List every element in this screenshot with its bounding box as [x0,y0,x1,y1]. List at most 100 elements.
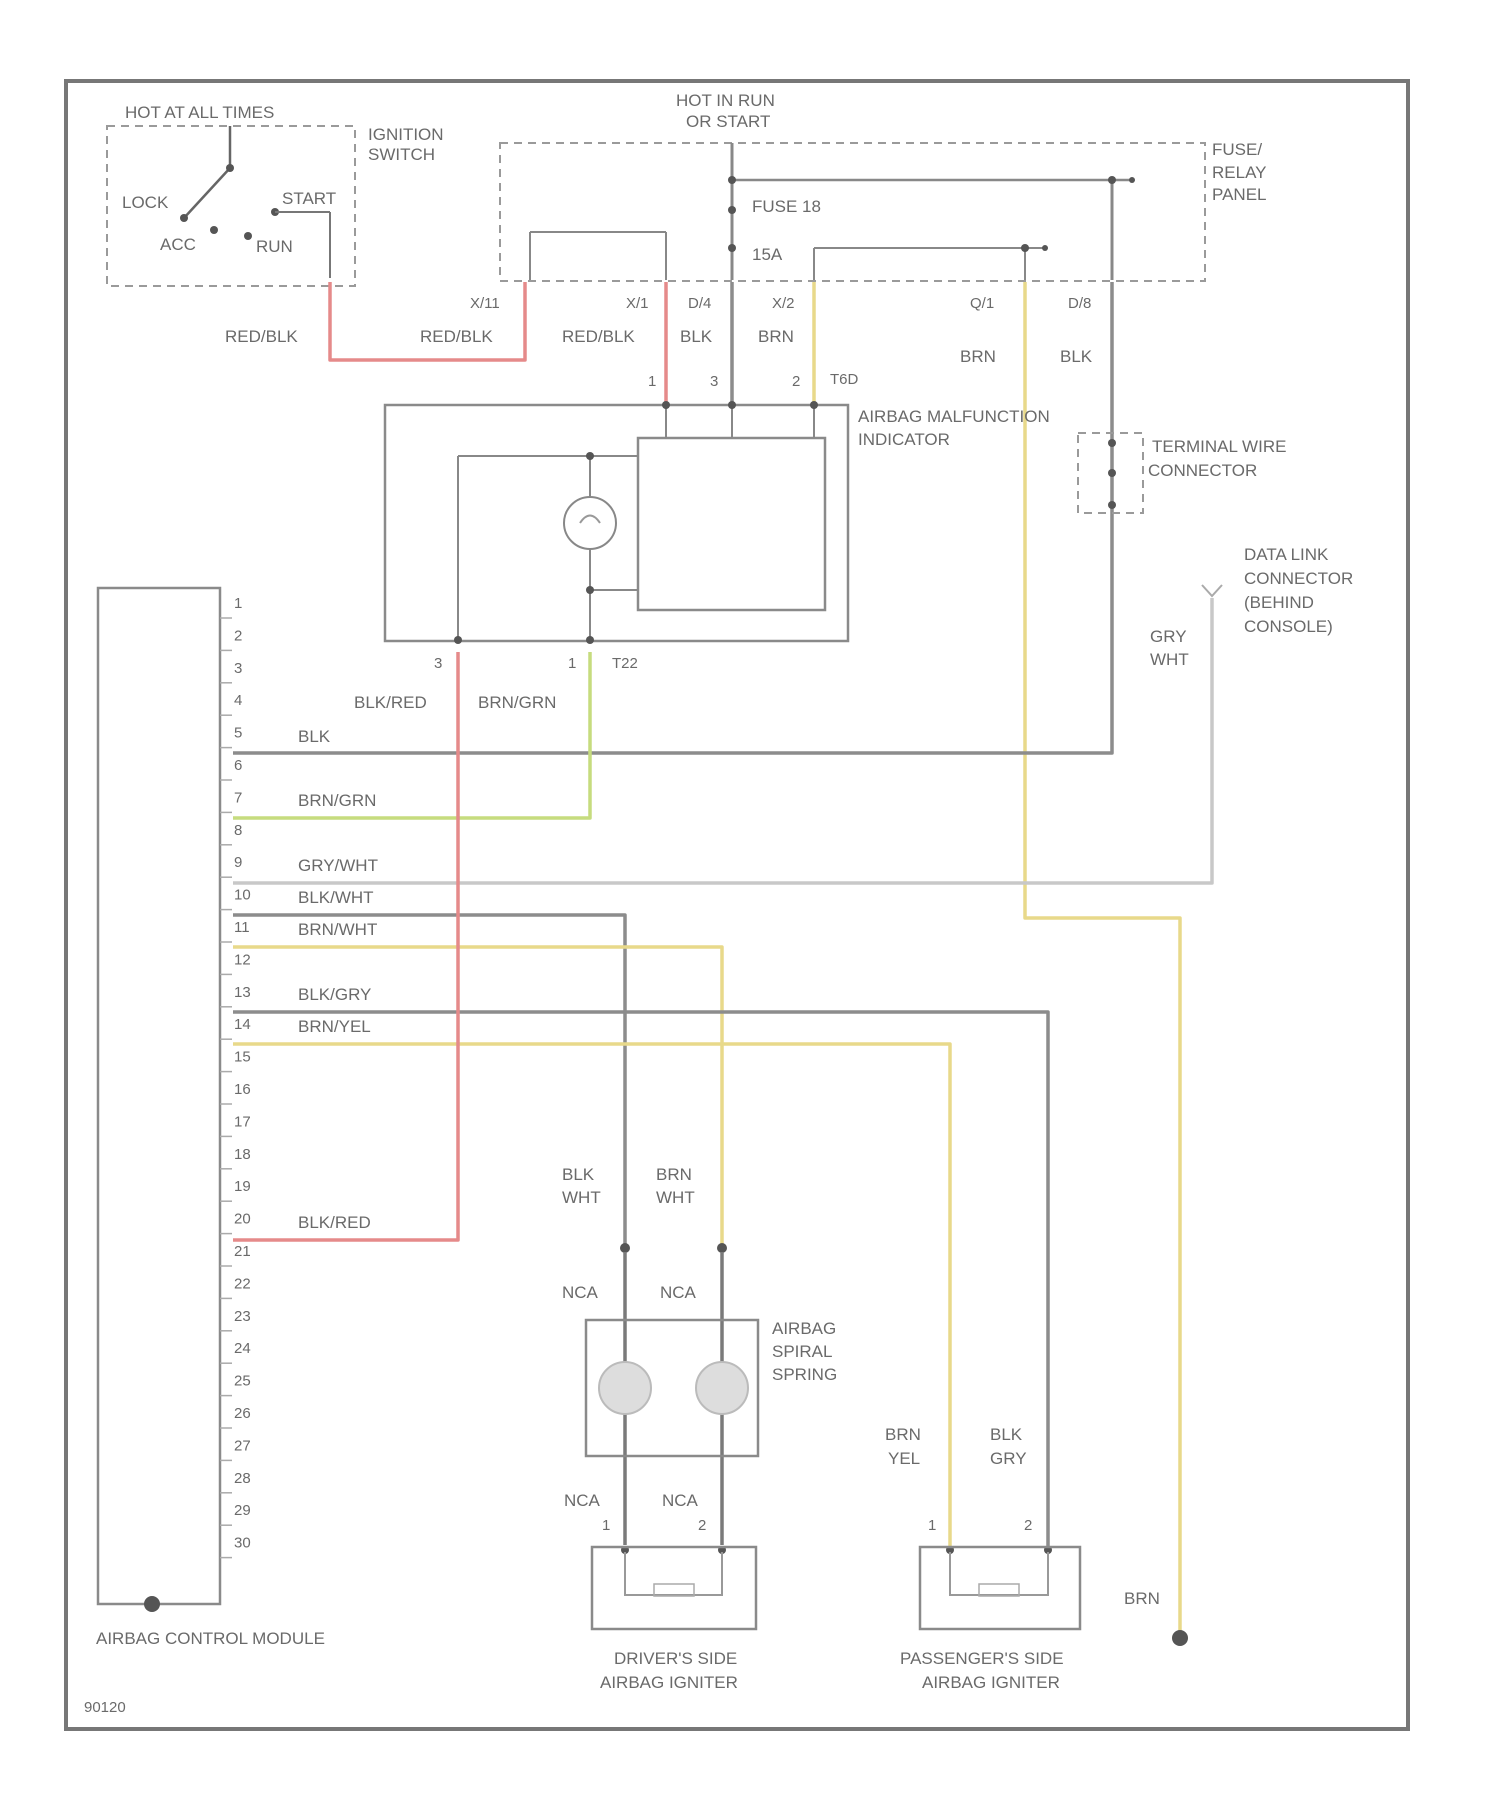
terminal-x2: X/2 [772,295,795,312]
module-wire-label-p5: BLK [298,727,331,746]
indicator-pin-3: 3 [710,373,718,390]
wire-label-red-blk-3: RED/BLK [562,327,635,346]
driver-pin2: 2 [698,1517,706,1534]
module-pin-number: 24 [234,1340,251,1357]
wire-brn-grn [233,652,590,818]
nca-label-top-left: NCA [562,1283,599,1302]
terminal-wire-connector: TERMINAL WIRE CONNECTOR [1078,433,1286,513]
indicator-pin-1: 1 [648,373,656,390]
module-pin-number: 18 [234,1146,251,1163]
spiral-label-3: SPRING [772,1365,837,1384]
dlc-label: DATA LINK [1244,545,1329,564]
dlc-label-3: (BEHIND [1244,593,1314,612]
airbag-malfunction-indicator: AIRBAG MALFUNCTION INDICATOR 1 3 2 T6D 3… [385,371,1050,672]
wire-label-blk-1: BLK [680,327,713,346]
fuse-amp-label: 15A [752,245,783,264]
module-pin-number: 11 [234,919,250,936]
terminal-connector-label: TERMINAL WIRE [1152,437,1286,456]
nca-label-top-right: NCA [660,1283,697,1302]
wire-label-gry: GRY [1150,627,1187,646]
module-wire-label-p7: BRN/GRN [298,791,376,810]
figure-code: 90120 [84,1699,126,1716]
fuse-relay-label: FUSE/ [1212,140,1262,159]
module-pin-number: 1 [234,595,242,612]
module-pin-number: 25 [234,1373,251,1390]
fuse-relay-panel: HOT IN RUN OR START FUSE/ RELAY PANEL FU… [470,91,1267,312]
ignition-switch-label: IGNITION [368,125,444,144]
module-pin-number: 29 [234,1502,251,1519]
wire-label-wht: WHT [1150,650,1189,669]
terminal-x11: X/11 [470,295,500,312]
module-label: AIRBAG CONTROL MODULE [96,1629,325,1648]
passengers-side-airbag-igniter: BRN YEL BLK GRY 1 2 PASSENGER'S SIDE AIR… [885,1425,1080,1692]
spiral-brn-label: BRN [656,1165,692,1184]
passenger-yel-label: YEL [888,1449,920,1468]
ground-icon [1172,1630,1188,1646]
module-pin-number: 17 [234,1113,251,1130]
module-pin-number: 8 [234,822,242,839]
wire-label-blk-red-top: BLK/RED [354,693,427,712]
module-pin-number: 20 [234,1211,251,1228]
wire-label-brn-1: BRN [758,327,794,346]
module-pin-number: 10 [234,887,251,904]
terminal-d8: D/8 [1068,295,1091,312]
ignition-switch-label-2: SWITCH [368,145,435,164]
indicator-label: AIRBAG MALFUNCTION [858,407,1050,426]
indicator-pin-2: 2 [792,373,800,390]
fuse-relay-label-3: PANEL [1212,185,1267,204]
module-pin-number: 9 [234,854,242,871]
module-wire-label-p14: BRN/YEL [298,1017,371,1036]
indicator-t22: T22 [612,655,638,672]
module-wire-label-p9: GRY/WHT [298,856,378,875]
module-pin-number: 14 [234,1016,251,1033]
spiral-coil-left-icon [599,1362,651,1414]
acc-label: ACC [160,235,196,254]
dlc-label-4: CONSOLE) [1244,617,1333,636]
module-pin-number: 12 [234,951,251,968]
passenger-brn-label: BRN [885,1425,921,1444]
wire-label-brn-grn-top: BRN/GRN [478,693,556,712]
module-wire-label-p20: BLK/RED [298,1213,371,1232]
module-pin-number: 22 [234,1275,251,1292]
passenger-pin2: 2 [1024,1517,1032,1534]
module-pin-number: 6 [234,757,242,774]
module-pin-number: 13 [234,984,251,1001]
fuse-relay-label-2: RELAY [1212,163,1267,182]
module-pin-number: 16 [234,1081,251,1098]
passenger-gry-label: GRY [990,1449,1027,1468]
indicator-pin-b3: 3 [434,655,442,672]
spiral-wht-label-2: WHT [656,1188,695,1207]
indicator-t6d: T6D [830,371,859,388]
driver-pin1: 1 [602,1517,610,1534]
module-pin-number: 15 [234,1049,251,1066]
data-link-connector: DATA LINK CONNECTOR (BEHIND CONSOLE) GRY… [1150,545,1353,669]
module-wire-label-p13: BLK/GRY [298,985,371,1004]
spiral-label-2: SPIRAL [772,1342,832,1361]
module-pin-number: 19 [234,1178,251,1195]
module-pin-number: 26 [234,1405,251,1422]
hot-in-run-label: HOT IN RUN [676,91,775,110]
wire-label-red-blk-1: RED/BLK [225,327,298,346]
driver-label: DRIVER'S SIDE [614,1649,737,1668]
module-pin-list: 1234567891011121314151617181920212223242… [220,595,251,1558]
wire-red-blk-ignition [330,282,525,360]
terminal-q1: Q/1 [970,295,994,312]
module-wire-label-p10: BLK/WHT [298,888,374,907]
module-pin-number: 23 [234,1308,251,1325]
drivers-side-airbag-igniter: 1 2 DRIVER'S SIDE AIRBAG IGNITER [592,1517,756,1692]
terminal-d4: D/4 [688,295,711,312]
module-pin-number: 30 [234,1535,251,1552]
indicator-pin-b1: 1 [568,655,576,672]
module-pin-number: 7 [234,789,242,806]
or-start-label: OR START [686,112,770,131]
run-label: RUN [256,237,293,256]
hot-at-all-times-label: HOT AT ALL TIMES [125,103,274,122]
wire-label-red-blk-2: RED/BLK [420,327,493,346]
airbag-control-module: 1234567891011121314151617181920212223242… [96,588,325,1648]
spiral-label: AIRBAG [772,1319,836,1338]
spiral-blk-label: BLK [562,1165,595,1184]
nca-label-bottom-right: NCA [662,1491,699,1510]
nca-label-bottom-left: NCA [564,1491,601,1510]
top-wires: RED/BLK RED/BLK RED/BLK BLK BRN BRN BLK [225,282,1180,1634]
